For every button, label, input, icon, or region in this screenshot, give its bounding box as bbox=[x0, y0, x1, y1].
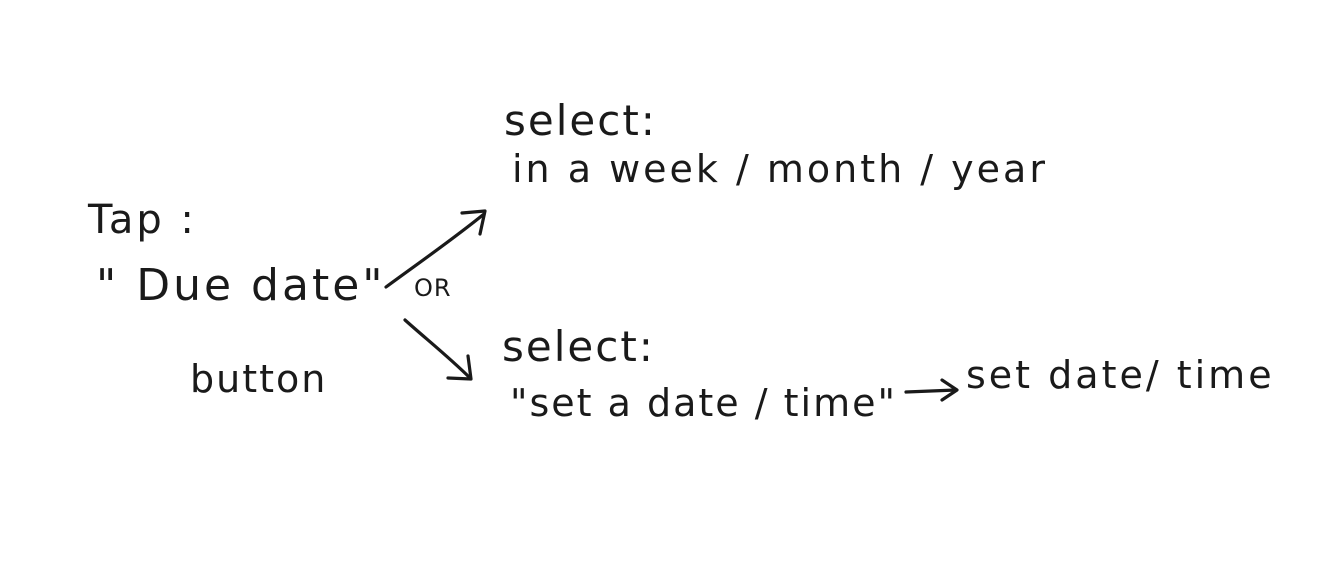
arrow-to-bottom-option-icon bbox=[403, 318, 473, 381]
option-top-heading: select: bbox=[504, 96, 657, 145]
arrow-to-result-icon bbox=[904, 378, 959, 402]
start-target-sub: button bbox=[190, 357, 328, 401]
option-top-text: in a week / month / year bbox=[512, 147, 1048, 191]
start-target: " Due date" bbox=[96, 260, 386, 311]
start-label: Tap : bbox=[88, 197, 197, 243]
branch-connector: OR bbox=[414, 274, 452, 302]
option-bottom-result: set date/ time bbox=[966, 353, 1275, 397]
option-bottom-text: "set a date / time" bbox=[510, 381, 897, 425]
option-bottom-heading: select: bbox=[502, 322, 655, 371]
